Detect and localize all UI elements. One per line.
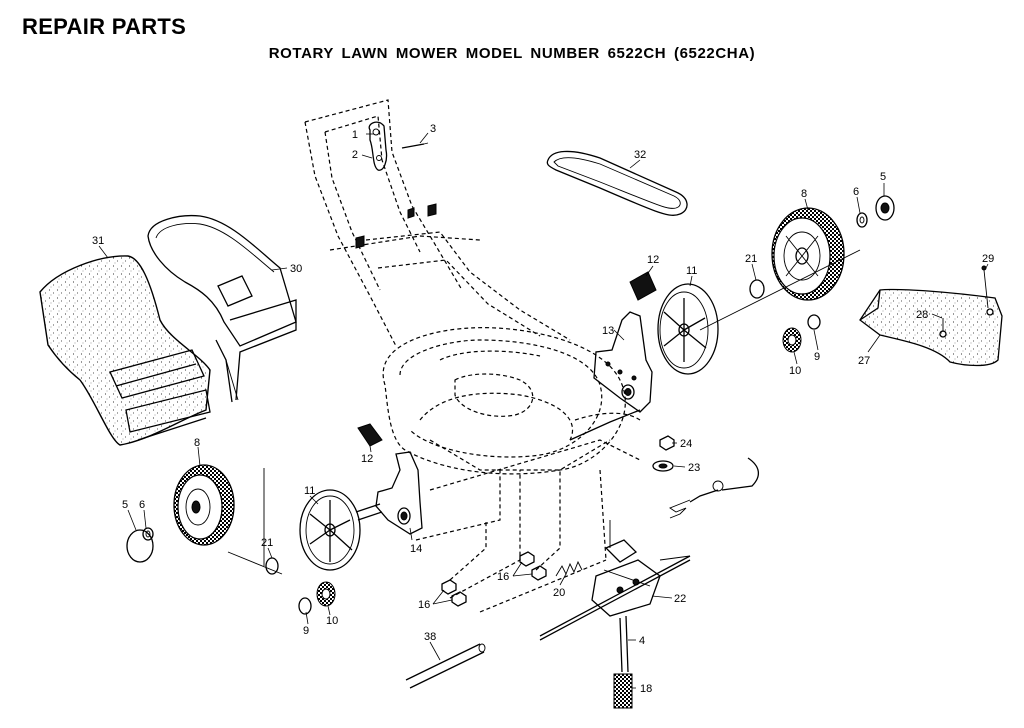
- callout-1: 1: [352, 129, 358, 141]
- part-bag-frame: [147, 214, 297, 403]
- part-handle-bracket: [355, 121, 437, 249]
- part-right-washer-21: [749, 279, 765, 299]
- lower-assembly-leaders: [415, 439, 641, 613]
- callout-32: 32: [634, 149, 646, 161]
- callout-6-left: 6: [139, 499, 145, 511]
- callout-27: 27: [858, 355, 870, 367]
- callout-38: 38: [424, 631, 436, 643]
- callout-leaders: [98, 132, 989, 689]
- part-left-gear-disc: [299, 489, 361, 571]
- mower-deck-phantom-outline: [382, 327, 641, 475]
- callout-labels: 1 2 3 32 5 6 8 31 30 12 11 21 29 28 27 1…: [92, 123, 994, 695]
- part-right-gear-disc: [657, 283, 719, 375]
- part-right-wheel: [771, 207, 845, 301]
- part-right-hubcap: [856, 195, 895, 228]
- callout-5-left: 5: [122, 499, 128, 511]
- callout-8-left: 8: [194, 437, 200, 449]
- part-transmission: [539, 520, 691, 641]
- part-right-pinion-gear: [699, 249, 861, 353]
- part-right-wheel-cover-12: [629, 271, 657, 301]
- callout-29: 29: [982, 253, 994, 265]
- part-nuts-16: [441, 551, 547, 607]
- callout-8-right: 8: [801, 188, 807, 200]
- part-shaft-4: [619, 615, 629, 673]
- callout-22: 22: [674, 593, 686, 605]
- part-control-cable: [669, 457, 759, 519]
- callout-18: 18: [640, 683, 652, 695]
- callout-16-right: 16: [497, 571, 509, 583]
- part-left-pinion-gear: [298, 581, 336, 615]
- part-rear-skirt: [859, 265, 1003, 367]
- callout-14: 14: [410, 543, 422, 555]
- callout-10-right: 10: [789, 365, 801, 377]
- part-axle-38: [405, 643, 486, 689]
- callout-16-left: 16: [418, 599, 430, 611]
- callout-9-left: 9: [303, 625, 309, 637]
- callout-10-left: 10: [326, 615, 338, 627]
- callout-2: 2: [352, 149, 358, 161]
- callout-21-left: 21: [261, 537, 273, 549]
- page-subtitle: ROTARY LAWN MOWER MODEL NUMBER 6522CH (6…: [268, 45, 756, 62]
- callout-28: 28: [916, 309, 928, 321]
- part-right-height-adjuster: [569, 311, 653, 441]
- callout-13: 13: [602, 325, 614, 337]
- page-title: REPAIR PARTS: [22, 14, 187, 39]
- part-left-wheel: [173, 464, 235, 546]
- part-drive-belt: [546, 150, 688, 216]
- part-pulley-nut-24: [659, 435, 675, 451]
- part-drive-gear-18: [613, 673, 633, 709]
- part-left-wheel-cover-12: [357, 423, 383, 447]
- part-left-height-adjuster: [355, 451, 423, 535]
- callout-9-right: 9: [814, 351, 820, 363]
- part-spring-20: [555, 560, 583, 577]
- callout-24: 24: [680, 438, 692, 450]
- callout-12-left: 12: [361, 453, 373, 465]
- callout-6-right: 6: [853, 186, 859, 198]
- callout-4: 4: [639, 635, 645, 647]
- callout-3: 3: [430, 123, 436, 135]
- callout-5-right: 5: [880, 171, 886, 183]
- callout-30: 30: [290, 263, 302, 275]
- part-left-washer-21: [227, 468, 283, 575]
- callout-11-right: 11: [686, 265, 697, 277]
- callout-12-right: 12: [647, 254, 659, 266]
- handle-phantom-outline: [304, 99, 571, 347]
- part-left-hubcap: [126, 527, 154, 563]
- callout-11-left: 11: [304, 485, 315, 497]
- part-grass-bag: [39, 255, 211, 446]
- callout-23: 23: [688, 462, 700, 474]
- part-pulley-23: [652, 460, 674, 472]
- callout-31: 31: [92, 235, 104, 247]
- callout-21-right: 21: [745, 253, 757, 265]
- callout-20: 20: [553, 587, 565, 599]
